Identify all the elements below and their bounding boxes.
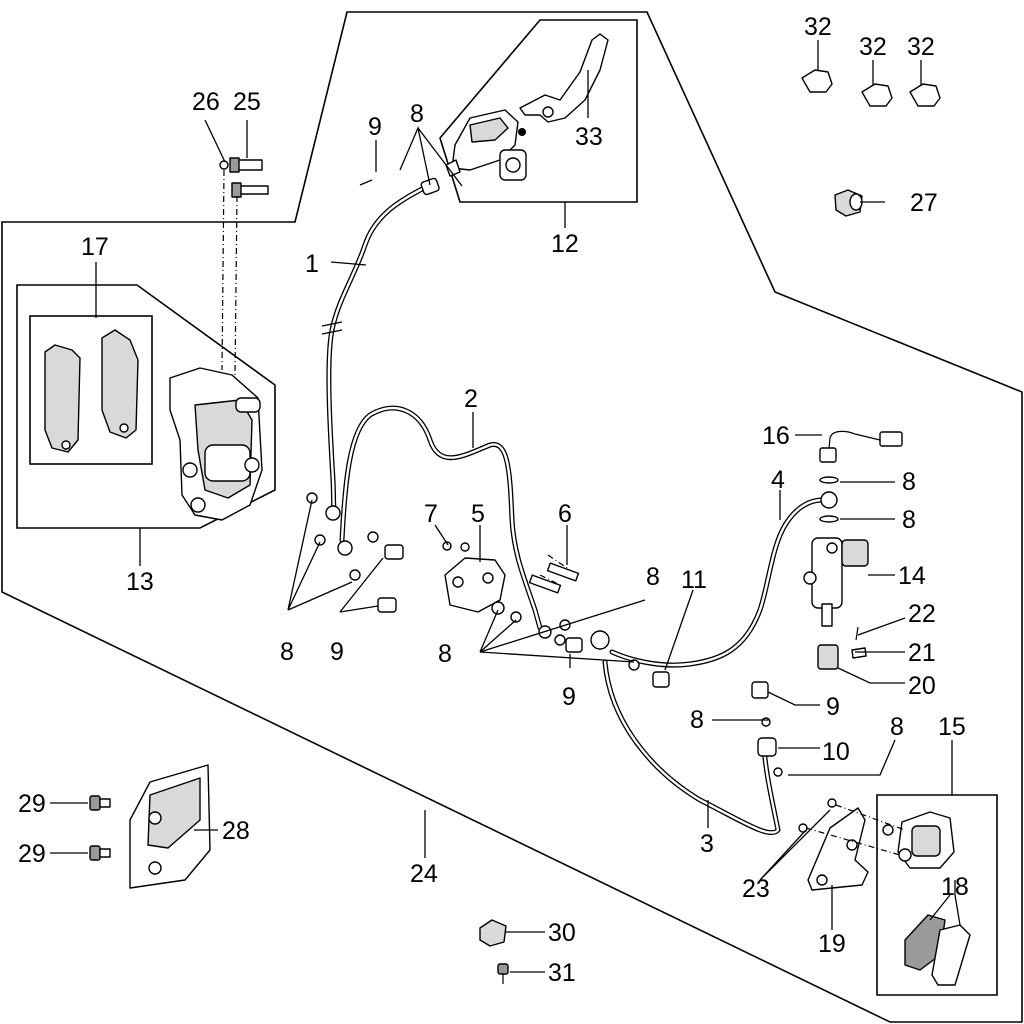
callout-labels: 1 2 3 4 5 6 7 8 8 8 8 8 8 8 8 9 9 9 9 10… xyxy=(18,13,969,987)
callout-19: 19 xyxy=(818,930,846,958)
callout-21: 21 xyxy=(908,639,936,667)
master-cylinder-12-box xyxy=(439,19,638,203)
callout-33: 33 xyxy=(575,123,603,151)
caliper-bracket-19 xyxy=(798,798,906,891)
callout-30: 30 xyxy=(548,919,576,947)
callout-31: 31 xyxy=(548,959,576,987)
rear-caliper-15 xyxy=(882,811,955,869)
callout-3: 3 xyxy=(700,830,714,858)
brake-hose-2 xyxy=(339,405,543,631)
brake-lever-33 xyxy=(519,33,609,123)
front-caliper-13-box xyxy=(16,284,276,529)
rear-brake-pads-18 xyxy=(904,914,971,986)
callout-7: 7 xyxy=(424,500,438,528)
callout-29-lower: 29 xyxy=(18,840,46,868)
brake-distributor-5 xyxy=(442,541,580,613)
callout-29-upper: 29 xyxy=(18,790,46,818)
hose-clamp-27 xyxy=(834,189,863,217)
hose-clips-32 xyxy=(801,69,941,107)
brake-hose-4 xyxy=(609,497,825,668)
callout-32-right: 32 xyxy=(907,33,935,61)
callout-16: 16 xyxy=(762,422,790,450)
callout-8-rear-caliper: 8 xyxy=(890,713,904,741)
front-caliper-13 xyxy=(169,367,263,521)
guard-plate-28 xyxy=(129,764,211,889)
callout-9-rear: 9 xyxy=(826,693,840,721)
leader-lines xyxy=(50,40,961,973)
callout-12: 12 xyxy=(551,230,579,258)
hose-end-10-bolt-9 xyxy=(751,681,783,777)
callout-8-switch-upper: 8 xyxy=(902,468,916,496)
assembly-24-outline xyxy=(1,11,1023,1023)
callout-1: 1 xyxy=(305,250,319,278)
rear-master-cylinder-14 xyxy=(803,476,869,627)
master-cylinder-12 xyxy=(445,109,527,181)
callout-22: 22 xyxy=(908,600,936,628)
rear-caliper-15-box xyxy=(876,794,998,996)
screw-31 xyxy=(497,963,509,984)
callout-24: 24 xyxy=(410,860,438,888)
callout-8-center: 8 xyxy=(438,640,452,668)
screws-29 xyxy=(89,795,111,861)
callout-32-left: 32 xyxy=(804,13,832,41)
brake-hose-3 xyxy=(602,659,781,836)
callout-8-right: 8 xyxy=(646,563,660,591)
callout-8-front: 8 xyxy=(280,638,294,666)
callout-18: 18 xyxy=(941,873,969,901)
callout-10: 10 xyxy=(822,738,850,766)
callout-9-top: 9 xyxy=(368,113,382,141)
callout-9-center: 9 xyxy=(562,683,576,711)
brake-light-switch-16 xyxy=(819,430,903,463)
clevis-20-pin-21-clip-22 xyxy=(817,626,867,670)
callout-6: 6 xyxy=(558,500,572,528)
callout-5: 5 xyxy=(471,500,485,528)
callout-8-switch-lower: 8 xyxy=(902,506,916,534)
callout-14: 14 xyxy=(898,562,926,590)
callout-28: 28 xyxy=(222,817,250,845)
callout-2: 2 xyxy=(464,385,478,413)
brake-hose-1 xyxy=(321,177,440,518)
callout-26: 26 xyxy=(192,88,220,116)
callout-9-front: 9 xyxy=(330,638,344,666)
caliper-bolts-25-26 xyxy=(219,157,269,376)
callout-8-top: 8 xyxy=(410,100,424,128)
callout-27: 27 xyxy=(910,189,938,217)
callout-8-rear-hose: 8 xyxy=(690,706,704,734)
callout-23: 23 xyxy=(742,875,770,903)
callout-15: 15 xyxy=(938,713,966,741)
callout-13: 13 xyxy=(126,568,154,596)
brake-pad-17-box xyxy=(29,315,153,465)
callout-4: 4 xyxy=(771,466,785,494)
hose-clip-30 xyxy=(479,919,507,947)
callout-20: 20 xyxy=(908,672,936,700)
callout-32-middle: 32 xyxy=(859,33,887,61)
front-washers-and-bolts xyxy=(306,492,404,613)
brake-pads-17 xyxy=(44,329,139,453)
center-washers-and-bolts xyxy=(491,601,670,688)
callout-25: 25 xyxy=(233,88,261,116)
callout-11: 11 xyxy=(681,566,707,594)
callout-17: 17 xyxy=(81,233,109,261)
